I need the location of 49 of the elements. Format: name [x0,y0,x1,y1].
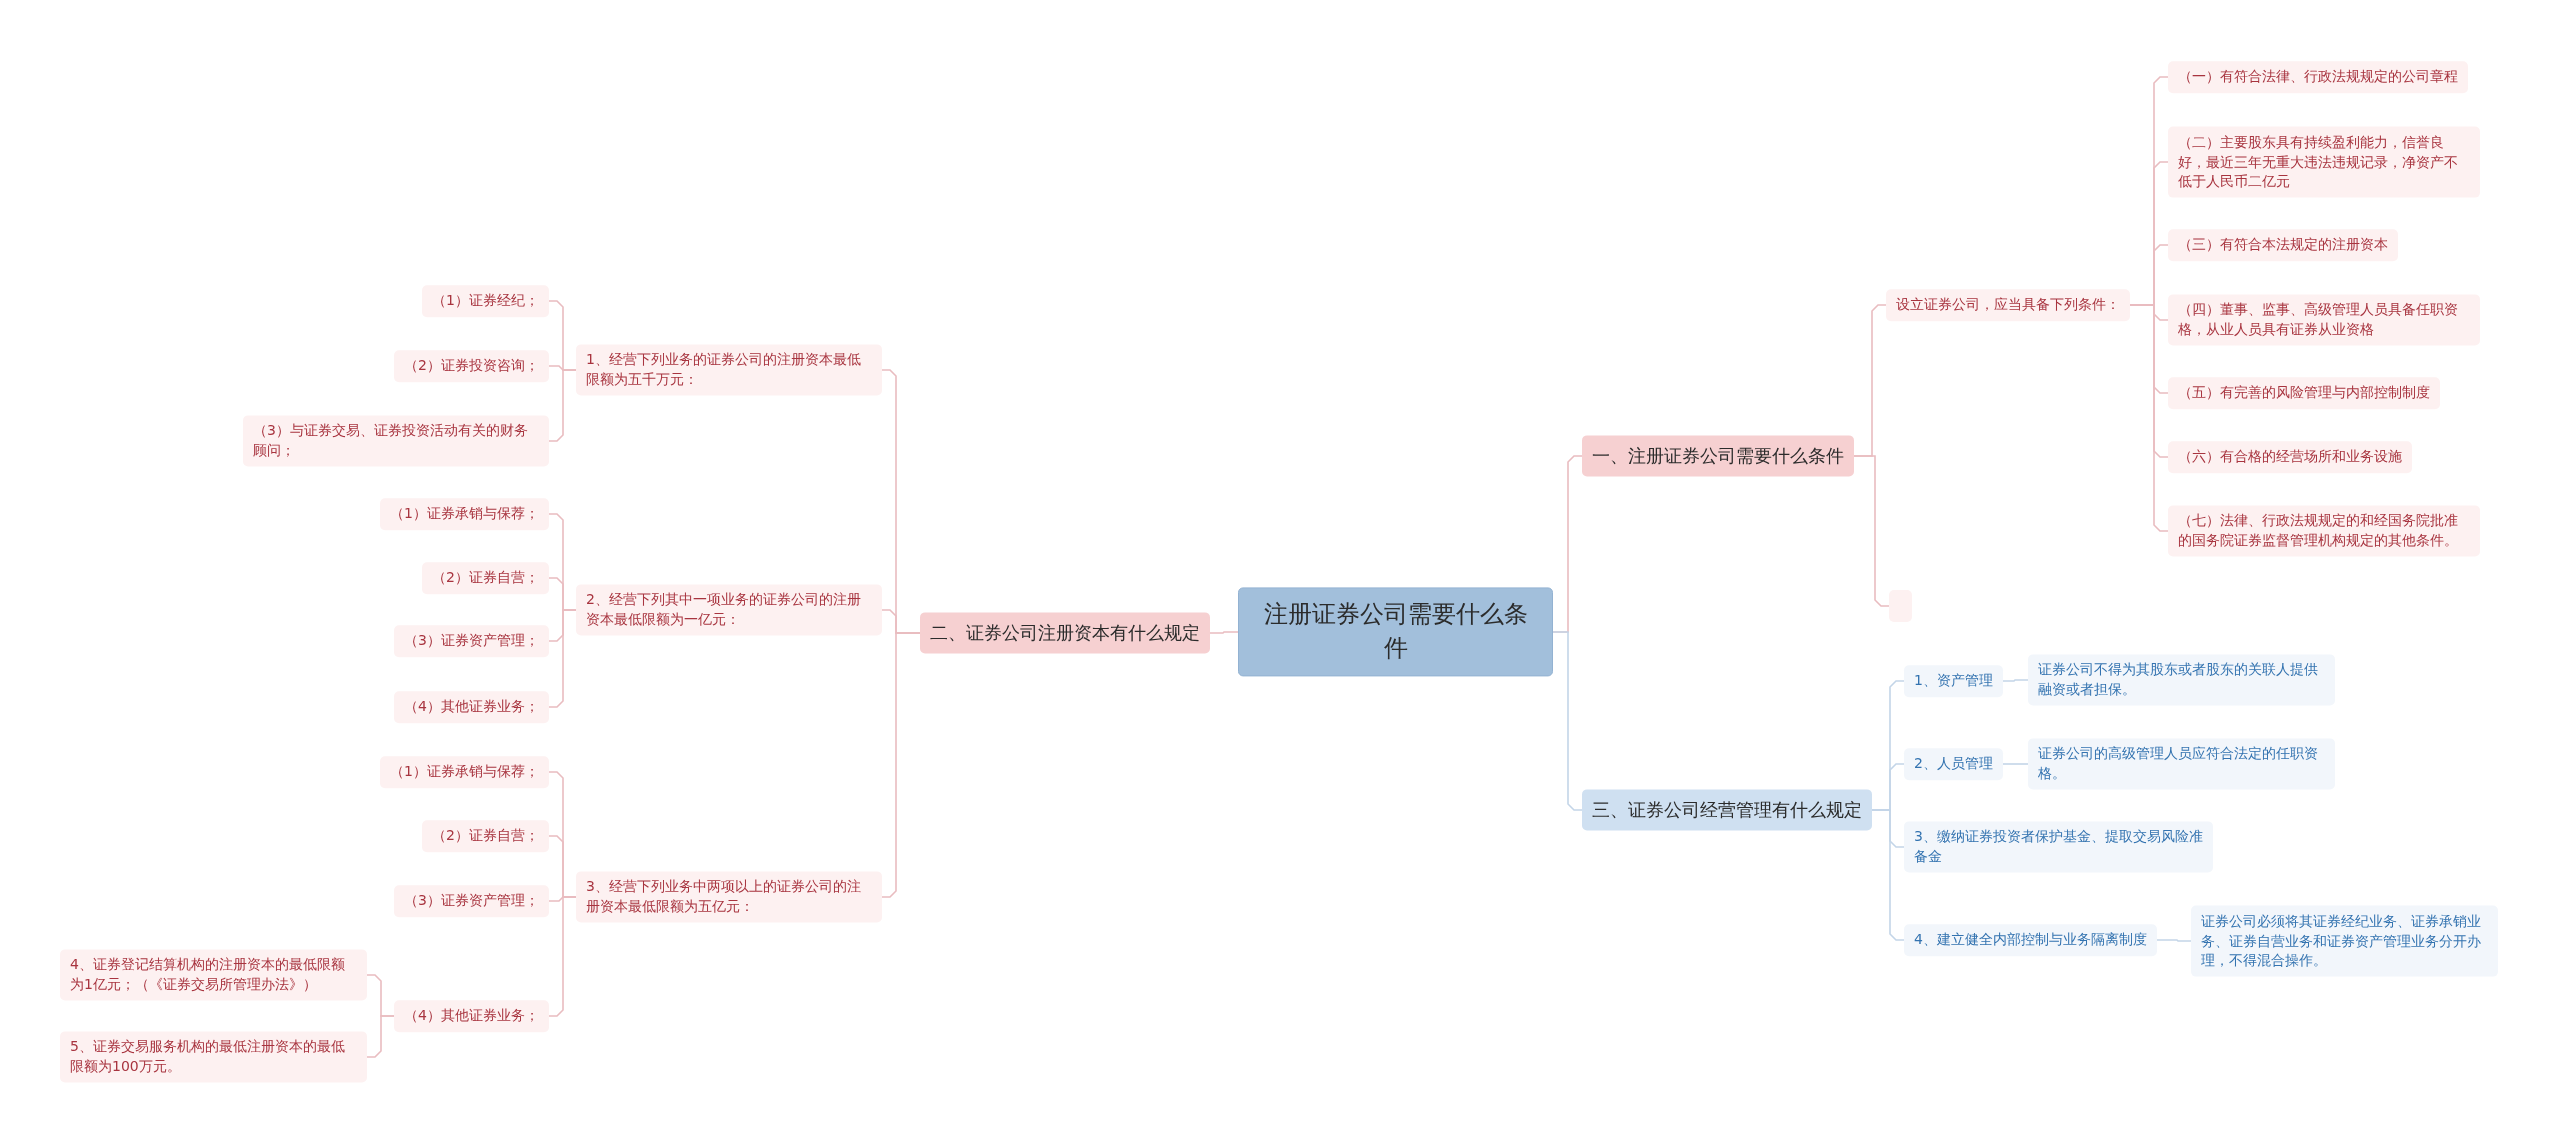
connector-line [548,896,577,1017]
topic-box: 证券公司的高级管理人员应符合法定的任职资格。 [2028,738,2335,790]
connector-line [1853,455,1890,607]
topic-box: 3、经营下列业务中两项以上的证券公司的注册资本最低限额为五亿元： [576,871,882,923]
topic-box: （1）证券经纪； [422,285,549,317]
branch-topic: 一、注册证券公司需要什么条件 [1582,435,1854,477]
connector-line [2002,679,2029,682]
topic-box: 2、人员管理 [1904,748,2003,780]
box-shape [1889,590,1912,622]
connector-line [2156,939,2192,942]
topic-box: （3）证券资产管理； [394,885,549,917]
topic-box: 证券公司不得为其股东或者股东的关联人提供融资或者担保。 [2028,654,2335,706]
connector-line [1552,631,1583,811]
topic-box: 设立证券公司，应当具备下列条件： [1886,289,2130,321]
topic-box: （2）证券自营； [422,562,549,594]
topic-box: 证券公司必须将其证券经纪业务、证券承销业务、证券自营业务和证券资产管理业务分开办理，不得混合操作。 [2191,905,2498,977]
topic-box: 1、经营下列业务的证券公司的注册资本最低限额为五千万元： [576,344,882,396]
connector-line [366,1015,395,1058]
connector-line [2002,763,2029,765]
topic-box: （六）有合格的经营场所和业务设施 [2168,441,2412,473]
branch-topic: 二、证券公司注册资本有什么规定 [920,612,1210,654]
connector-line [548,609,577,708]
topic-box: 4、建立健全内部控制与业务隔离制度 [1904,924,2157,956]
topic-box: 3、缴纳证券投资者保护基金、提取交易风险准备金 [1904,821,2213,873]
topic-box: （七）法律、行政法规规定的和经国务院批准的国务院证券监督管理机构规定的其他条件。 [2168,505,2480,557]
connector-line [548,369,577,442]
connector-line [1209,631,1239,634]
topic-box: （2）证券自营； [422,820,549,852]
topic-box: 4、证券登记结算机构的注册资本的最低限额为1亿元；（《证券交易所管理办法》） [60,949,367,1001]
topic-box: （一）有符合法律、行政法规规定的公司章程 [2168,61,2468,93]
topic-box: （三）有符合本法规定的注册资本 [2168,229,2398,261]
branch-topic: 三、证券公司经营管理有什么规定 [1582,789,1872,831]
topic-box: （3）证券资产管理； [394,625,549,657]
topic-box: （2）证券投资咨询； [394,350,549,382]
topic-box: （二）主要股东具有持续盈利能力，信誉良好，最近三年无重大违法违规记录，净资产不低于人民币二亿元 [2168,126,2480,198]
topic-box: （五）有完善的风险管理与内部控制制度 [2168,377,2440,409]
topic-box: 2、经营下列其中一项业务的证券公司的注册资本最低限额为一亿元： [576,584,882,636]
topic-box: （四）董事、监事、高级管理人员具备任职资格，从业人员具有证券从业资格 [2168,294,2480,346]
topic-box: （4）其他证券业务； [394,1000,549,1032]
topic-box: （1）证券承销与保荐； [380,498,549,530]
central-topic: 注册证券公司需要什么条件 [1238,587,1553,677]
topic-box: 5、证券交易服务机构的最低注册资本的最低限额为100万元。 [60,1031,367,1083]
connector-line [1871,809,1905,941]
connector-line [881,632,921,898]
topic-box: （1）证券承销与保荐； [380,756,549,788]
topic-box: （3）与证券交易、证券投资活动有关的财务顾问； [243,415,549,467]
connector-line [2129,304,2169,532]
topic-box: 1、资产管理 [1904,665,2003,697]
topic-box: （4）其他证券业务； [394,691,549,723]
